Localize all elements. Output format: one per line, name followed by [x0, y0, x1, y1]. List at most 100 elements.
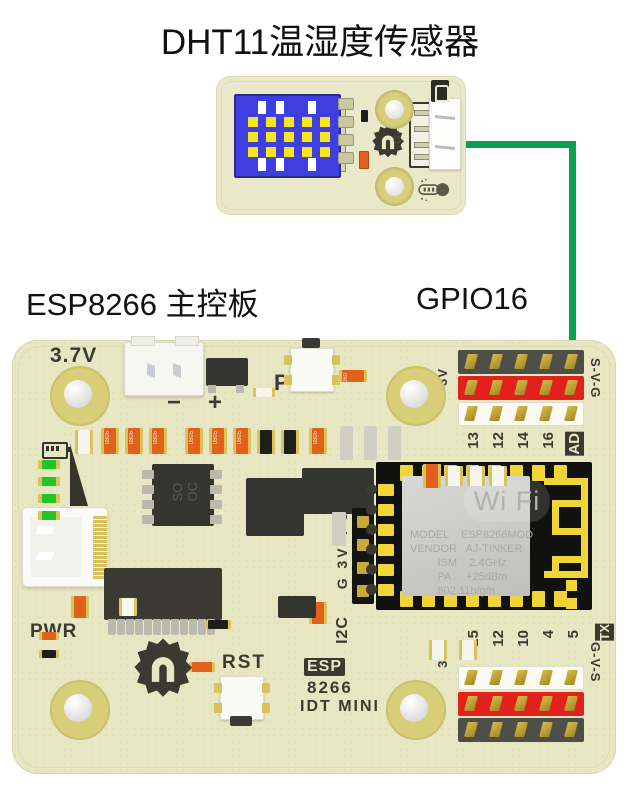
pin-label-bottom-12: 12 — [490, 630, 507, 647]
header-pin[interactable] — [514, 696, 528, 711]
antenna-segment-6 — [552, 556, 559, 578]
module-shield: Wi Fi MODEL ESP8266MOD VENDOR AJ-TINKER … — [402, 476, 550, 597]
header-pin[interactable] — [564, 406, 578, 421]
through-hole-cap-1 — [364, 426, 377, 460]
dht11-sensor-grid — [244, 101, 332, 171]
chip-transistor — [302, 468, 374, 514]
module-castellation — [366, 544, 377, 555]
header-pin[interactable] — [564, 670, 578, 685]
pin-label-top-16: 16 — [540, 432, 557, 449]
dht-cell — [302, 147, 312, 157]
header-pin[interactable] — [514, 722, 528, 737]
module-test-pad-1 — [566, 598, 577, 609]
header-pin[interactable] — [464, 722, 478, 737]
sensor-chip — [431, 80, 449, 102]
dht11-sensor-face — [234, 94, 341, 178]
dht-cell — [248, 132, 258, 142]
chip-leg — [210, 485, 222, 494]
smd-resistor-top-6: 0805 — [312, 428, 324, 454]
pin-label-top-14: 14 — [515, 432, 532, 449]
header-pin[interactable] — [489, 696, 503, 711]
dht-cell — [320, 147, 330, 157]
header-pin[interactable] — [464, 696, 478, 711]
wifi-logo-icon: Wi Fi — [464, 480, 550, 522]
smd-center-bottom — [208, 620, 228, 629]
header-pin[interactable] — [464, 354, 478, 369]
dht-slot-bottom-1 — [276, 158, 284, 171]
silk-tx: TX — [595, 624, 614, 641]
header-pin[interactable] — [514, 670, 528, 685]
usb-leg — [93, 568, 107, 571]
header-pin[interactable] — [514, 354, 528, 369]
mounting-hole-top-center — [386, 366, 446, 426]
sensor-mounting-hole-top — [376, 91, 413, 128]
usb-leg — [93, 544, 107, 547]
smd-near-reset — [192, 662, 212, 672]
chip-small-bottom — [278, 596, 316, 618]
header-pin[interactable] — [464, 380, 478, 395]
pin-label-top-13: 13 — [465, 432, 482, 449]
antenna-segment-0 — [544, 478, 588, 485]
dht-cell — [284, 117, 294, 127]
wire-vertical-segment — [569, 141, 576, 412]
smd-led-power — [42, 632, 56, 640]
pin-label-bottom-5: 5 — [565, 630, 582, 639]
antenna-segment-5 — [552, 556, 582, 563]
sensor-resistor-orange — [359, 151, 369, 169]
led-indicator-2 — [42, 477, 56, 486]
header-pin[interactable] — [539, 406, 553, 421]
header-pin[interactable] — [489, 722, 503, 737]
chip-leg — [142, 470, 154, 479]
smd-resistor-top-1: 0805 — [128, 428, 140, 454]
power-button-cap — [302, 338, 320, 348]
module-castellation — [366, 584, 377, 595]
soic-chip-mid — [246, 478, 304, 536]
module-pad-top — [554, 465, 567, 481]
mounting-hole-bottom-left — [50, 680, 110, 740]
ic-leg — [126, 619, 134, 635]
sensor-pad — [338, 134, 354, 146]
header-pin[interactable] — [489, 354, 503, 369]
header-pin[interactable] — [489, 406, 503, 421]
usb-leg — [93, 540, 107, 543]
smd-black-top-0 — [260, 430, 272, 454]
header-pin[interactable] — [489, 670, 503, 685]
usb-leg — [93, 520, 107, 523]
header-pin[interactable] — [539, 380, 553, 395]
reset-button[interactable] — [214, 676, 270, 720]
esp8266-module: Wi Fi MODEL ESP8266MOD VENDOR AJ-TINKER … — [366, 462, 592, 610]
smd-right-1 — [426, 464, 438, 488]
header-pin[interactable] — [564, 380, 578, 395]
dht-cell — [248, 117, 258, 127]
smd-white-top — [256, 388, 272, 397]
dht11-sensor-module: G-V-S — [216, 76, 466, 215]
ic-leg — [117, 619, 125, 635]
header-pin[interactable] — [489, 380, 503, 395]
pin-label-bottom-4: 4 — [540, 630, 557, 639]
i2c-pad[interactable] — [357, 516, 369, 528]
header-pin[interactable] — [564, 722, 578, 737]
ic-leg — [144, 619, 152, 635]
header-pin[interactable] — [564, 696, 578, 711]
sensor-white-connector — [429, 98, 461, 170]
chip-leg — [210, 500, 222, 509]
ic-leg — [189, 619, 197, 635]
ic-leg — [171, 619, 179, 635]
dht-cell — [302, 132, 312, 142]
chip-leg — [142, 485, 154, 494]
header-pin[interactable] — [564, 354, 578, 369]
header-pin[interactable] — [464, 670, 478, 685]
header-pin[interactable] — [539, 670, 553, 685]
ic-leg — [162, 619, 170, 635]
header-pin[interactable] — [514, 406, 528, 421]
header-pin[interactable] — [514, 380, 528, 395]
header-pin[interactable] — [539, 696, 553, 711]
power-button[interactable] — [284, 348, 340, 392]
smd-resistor-top-3: 0805 — [188, 428, 200, 454]
usb-leg — [93, 556, 107, 559]
header-pin[interactable] — [539, 354, 553, 369]
dht-slot-top-1 — [276, 101, 284, 114]
header-pin[interactable] — [539, 722, 553, 737]
sensor-solder-pads — [338, 98, 354, 170]
header-pin[interactable] — [464, 406, 478, 421]
